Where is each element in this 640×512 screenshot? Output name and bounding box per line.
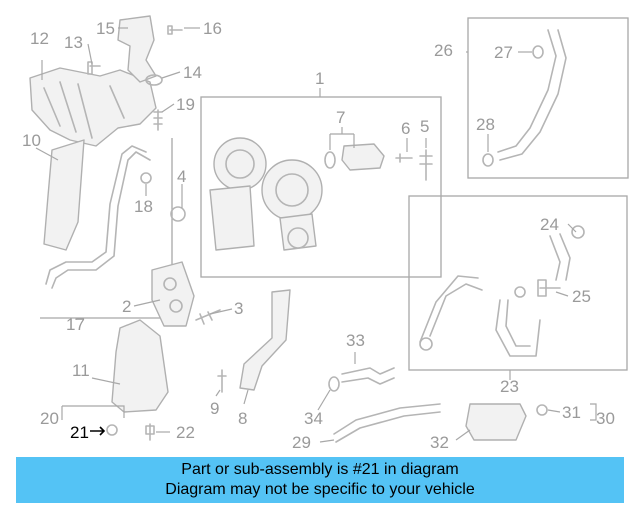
callout-34: 34 bbox=[304, 409, 323, 428]
callout-5: 5 bbox=[420, 117, 429, 136]
coolant-hose-group-box bbox=[408, 195, 628, 371]
hose-group-23-b bbox=[495, 299, 541, 357]
callout-2: 2 bbox=[122, 297, 131, 316]
callout-14: 14 bbox=[183, 63, 202, 82]
callout-18: 18 bbox=[134, 197, 153, 216]
bracket-part bbox=[117, 15, 157, 83]
callout-1: 1 bbox=[315, 69, 324, 88]
actuator-7-part bbox=[341, 143, 385, 171]
leader-lines bbox=[35, 27, 597, 443]
hose-group-23-c bbox=[549, 233, 571, 281]
oil-line-26-part bbox=[497, 29, 557, 153]
sensor-5-part bbox=[419, 149, 433, 181]
heat-shield-ribs bbox=[43, 81, 125, 139]
pipe-29-part bbox=[333, 403, 441, 443]
callout-19: 19 bbox=[176, 95, 195, 114]
callout-23: 23 bbox=[500, 377, 519, 396]
callout-3: 3 bbox=[234, 299, 243, 318]
callout-7: 7 bbox=[336, 108, 345, 127]
stud-19-part bbox=[153, 109, 163, 131]
callout-33: 33 bbox=[346, 331, 365, 350]
banjo-18-part bbox=[140, 172, 152, 184]
callout-12: 12 bbox=[30, 29, 49, 48]
callout-11: 11 bbox=[72, 361, 90, 380]
coolant-line-inner bbox=[51, 151, 151, 289]
callout-29: 29 bbox=[292, 433, 311, 452]
bolt-22-part bbox=[145, 423, 155, 441]
callout-24: 24 bbox=[540, 215, 559, 234]
callout-8: 8 bbox=[238, 409, 247, 428]
callout-31: 31 bbox=[562, 403, 581, 422]
flange-32-part bbox=[465, 403, 527, 441]
callout-10: 10 bbox=[22, 131, 41, 150]
callout-21: 21 bbox=[70, 423, 89, 442]
info-banner: Part or sub-assembly is #21 in diagram D… bbox=[16, 457, 624, 503]
callout-26: 26 bbox=[434, 41, 453, 60]
banner-line-disclaimer: Diagram may not be specific to your vehi… bbox=[165, 481, 475, 498]
callout-9: 9 bbox=[210, 399, 219, 418]
oil-line-group-box bbox=[467, 17, 629, 179]
callout-17: 17 bbox=[66, 315, 85, 334]
callout-22: 22 bbox=[176, 423, 195, 442]
pipe-33-part bbox=[341, 367, 395, 385]
callout-15: 15 bbox=[96, 19, 115, 38]
o-ring-34-part bbox=[328, 376, 340, 392]
turbocharger-group-box bbox=[200, 96, 442, 278]
callout-16: 16 bbox=[203, 19, 222, 38]
seal-28-part bbox=[482, 153, 494, 167]
banner-line-part-number: Part or sub-assembly is #21 in diagram bbox=[181, 461, 459, 478]
stud-3-part bbox=[195, 309, 221, 325]
turbocharger-part bbox=[209, 137, 323, 251]
clamp-24-part bbox=[571, 225, 585, 239]
gasket-2-part bbox=[151, 261, 195, 327]
fitting-25-part bbox=[537, 279, 561, 297]
o-ring-7-part bbox=[324, 151, 336, 169]
callout-25: 25 bbox=[572, 287, 591, 306]
gasket-2-hole-a bbox=[163, 277, 177, 291]
hose-group-23-part bbox=[419, 275, 483, 343]
leader-21 bbox=[90, 426, 106, 436]
gasket-ring-part bbox=[145, 74, 163, 86]
bolt-9-part bbox=[217, 369, 227, 393]
callout-28: 28 bbox=[476, 115, 495, 134]
callout-20: 20 bbox=[40, 409, 59, 428]
bracket-11-part bbox=[111, 319, 169, 413]
gasket-2-hole-b bbox=[169, 299, 183, 313]
callout-30: 30 bbox=[596, 409, 615, 428]
parts-diagram: 1 2 3 4 5 6 7 8 9 10 11 12 13 14 15 16 1… bbox=[22, 15, 629, 452]
shield-plate-part bbox=[43, 139, 85, 251]
oil-line-26-inner bbox=[499, 29, 567, 161]
fitting-4-part bbox=[170, 206, 186, 222]
seal-27-part bbox=[532, 45, 544, 59]
coolant-line-part bbox=[45, 145, 147, 285]
nut-21-part bbox=[106, 424, 118, 436]
bracket-8-part bbox=[239, 289, 291, 391]
callout-32: 32 bbox=[430, 433, 449, 452]
gasket-31-part bbox=[536, 404, 548, 416]
clamp-23-b bbox=[514, 286, 526, 298]
bolt-6-part bbox=[395, 153, 413, 163]
callout-6: 6 bbox=[401, 119, 410, 138]
callout-4: 4 bbox=[177, 167, 186, 186]
callout-13: 13 bbox=[64, 33, 83, 52]
callout-27: 27 bbox=[494, 43, 513, 62]
clamp-23-a bbox=[419, 337, 433, 351]
bolt-16-part bbox=[167, 25, 183, 35]
bolt-13-part bbox=[87, 61, 101, 75]
